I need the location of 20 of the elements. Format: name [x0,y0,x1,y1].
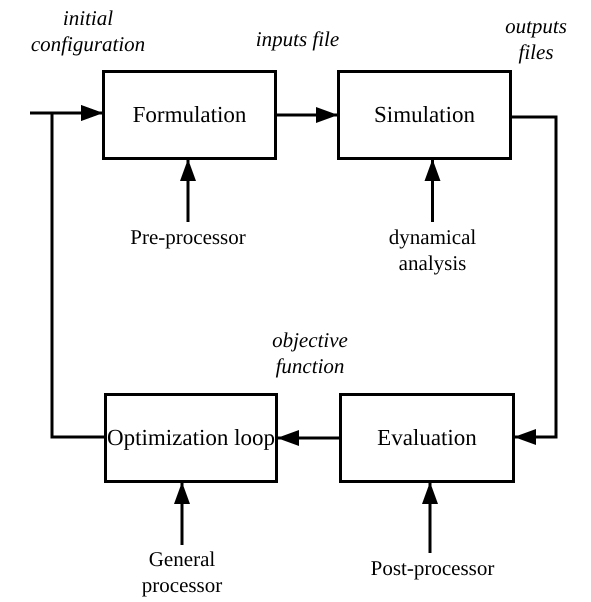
arrow [277,107,338,123]
input-label: General processor [128,545,236,599]
edge-label: initial configuration [30,4,146,58]
process-box: Optimization loop [104,393,278,483]
arrow [174,482,190,545]
arrow [422,482,438,553]
edge-label: inputs file [255,26,340,53]
process-box: Formulation [102,70,277,160]
input-label: Pre-processor [110,222,266,252]
arrow [277,430,339,446]
process-box: Evaluation [339,393,515,483]
arrow [180,159,196,222]
input-label: Post-processor [345,553,520,583]
arrow [50,105,104,438]
arrow [512,116,558,445]
edge-label: outputs files [504,12,568,66]
arrow [424,159,440,222]
input-label: dynamical analysis [370,222,495,278]
edge-label: objective function [271,326,349,380]
process-box: Simulation [337,70,512,160]
